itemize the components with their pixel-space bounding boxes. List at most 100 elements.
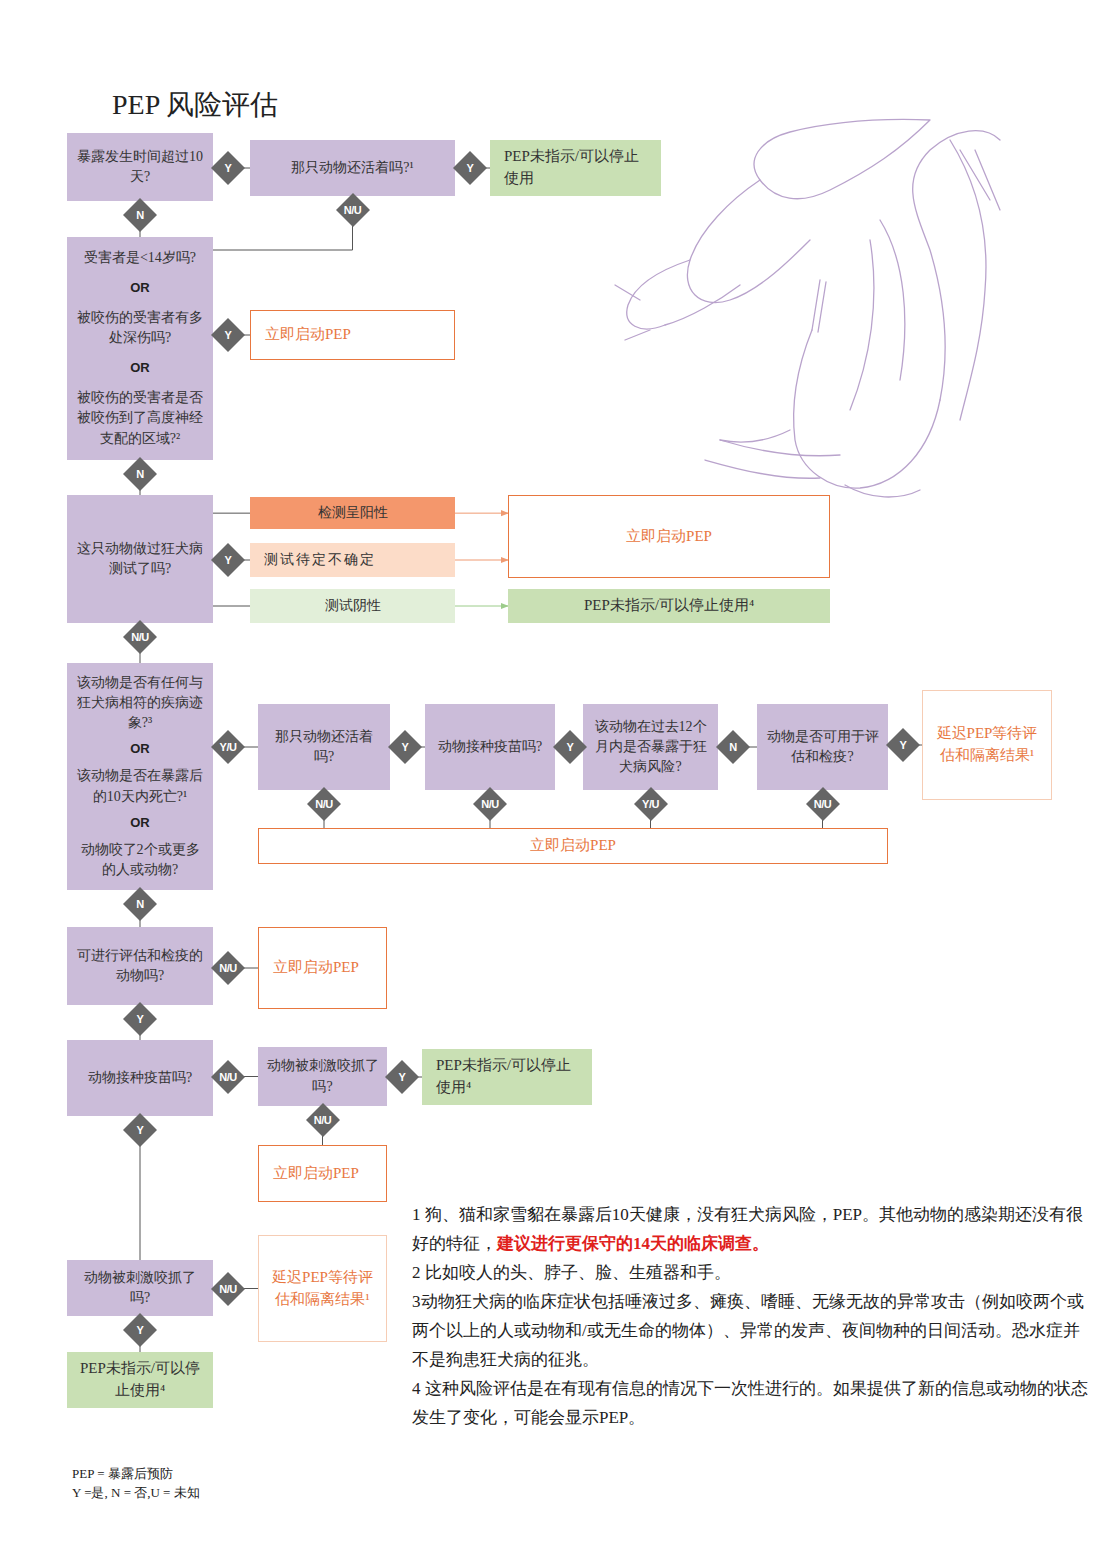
edge-badge: N/U — [306, 1103, 340, 1137]
node-text: 可进行评估和检疫的动物吗? — [75, 946, 205, 987]
sketch-stroke — [850, 220, 905, 410]
edge-label: Y — [553, 730, 587, 764]
node-text: 动物被刺激咬抓了吗? — [75, 1268, 205, 1309]
edge-badge: Y — [553, 730, 587, 764]
edge-label: N — [123, 457, 157, 491]
edge-badge: N/U — [123, 620, 157, 654]
node-text: 立即启动PEP — [273, 957, 359, 979]
edge-label: N/U — [211, 951, 245, 985]
title: PEP 风险评估 — [112, 86, 278, 124]
node-text: 这只动物做过狂犬病测试了吗? — [75, 539, 205, 580]
or-label: OR — [130, 814, 150, 833]
edge-label: Y/U — [211, 730, 245, 764]
edge-badge: N — [716, 730, 750, 764]
sketch-stroke — [705, 440, 840, 478]
decision-box: 动物被刺激咬抓了吗? — [258, 1047, 387, 1106]
hand-syringe-sketch — [615, 120, 1000, 497]
edge-badge: N/U — [211, 1272, 245, 1306]
edge-badge: Y — [385, 1060, 419, 1094]
node-text: 检测呈阳性 — [318, 503, 388, 523]
edge-label: Y/U — [634, 787, 668, 821]
node-text: PEP未指示/可以停止使用⁴ — [584, 595, 754, 617]
footnote-text: 2 比如咬人的头、脖子、脸、生殖器和手。 — [412, 1263, 731, 1282]
edge-badge: N/U — [806, 787, 840, 821]
connector — [213, 196, 353, 250]
decision-box: 动物接种疫苗吗? — [67, 1040, 213, 1116]
test-result-box: 检测呈阳性 — [250, 497, 455, 529]
result-box: PEP未指示/可以停止使用 — [490, 140, 661, 196]
node-text: 动物接种疫苗吗? — [88, 1068, 192, 1088]
footnote: 1 狗、猫和家雪貂在暴露后10天健康，没有狂犬病风险，PEP。其他动物的感染期还… — [412, 1200, 1094, 1258]
abbreviation-note: PEP = 暴露后预防 — [72, 1466, 173, 1482]
decision-box: 受害者是<14岁吗?OR被咬伤的受害者有多处深伤吗?OR被咬伤的受害者是否被咬伤… — [67, 237, 213, 460]
pending-box: 延迟PEP等待评估和隔离结果¹ — [258, 1235, 387, 1342]
node-text: PEP未指示/可以停止使用⁴ — [436, 1055, 584, 1099]
action-box: 立即启动PEP — [258, 1145, 387, 1202]
edge-badge: Y/U — [211, 730, 245, 764]
node-text: 动物咬了2个或更多的人或动物? — [75, 840, 205, 881]
action-box: 立即启动PEP — [258, 927, 387, 1009]
edge-badge: N/U — [473, 787, 507, 821]
decision-box: 动物被刺激咬抓了吗? — [67, 1260, 213, 1316]
sketch-stroke — [913, 131, 1000, 400]
node-text: 被咬伤的受害者是否被咬伤到了高度神经支配的区域?² — [75, 388, 205, 449]
edge-label: N — [123, 198, 157, 232]
decision-box: 那只动物还活着吗?¹ — [250, 140, 455, 196]
edge-label: N/U — [806, 787, 840, 821]
edge-label: Y — [123, 1313, 157, 1347]
abbreviation-note: Y =是, N = 否,U = 未知 — [72, 1485, 200, 1501]
node-text: PEP未指示/可以停止使用⁴ — [75, 1358, 205, 1402]
or-label: OR — [130, 740, 150, 759]
sketch-stroke — [720, 430, 920, 497]
decision-box: 该动物是否有任何与狂犬病相符的疾病迹象?³OR该动物是否在暴露后的10天内死亡?… — [67, 663, 213, 890]
edge-badge: N/U — [211, 951, 245, 985]
edge-badge: N — [123, 887, 157, 921]
footnote-text: 4 这种风险评估是在有现有信息的情况下一次性进行的。如果提供了新的信息或动物的状… — [412, 1379, 1088, 1427]
action-box: 立即启动PEP — [258, 828, 888, 864]
syringe-needle — [812, 280, 826, 332]
footnote: 3动物狂犬病的临床症状包括唾液过多、瘫痪、嗜睡、无缘无故的异常攻击（例如咬两个或… — [412, 1287, 1094, 1374]
edge-label: Y — [385, 1060, 419, 1094]
node-text: 那只动物还活着吗?¹ — [291, 158, 413, 178]
edge-badge: Y — [123, 1113, 157, 1147]
connector — [213, 606, 250, 607]
node-text: 立即启动PEP — [273, 1163, 359, 1185]
result-box: PEP未指示/可以停止使用⁴ — [508, 589, 830, 623]
sketch-stroke — [754, 120, 930, 199]
node-text: 测试待定不确定 — [264, 550, 376, 570]
edge-badge: Y — [886, 728, 920, 762]
edge-badge: N — [123, 198, 157, 232]
edge-label: N — [123, 887, 157, 921]
edge-label: Y — [211, 318, 245, 352]
edge-label: N/U — [211, 1060, 245, 1094]
edge-label: Y — [388, 730, 422, 764]
node-text: 立即启动PEP — [265, 324, 351, 346]
node-text: 延迟PEP等待评估和隔离结果¹ — [267, 1267, 378, 1311]
node-text: 延迟PEP等待评估和隔离结果¹ — [931, 723, 1043, 767]
sketch-stroke — [687, 180, 810, 303]
connector — [455, 513, 508, 514]
footnotes: 1 狗、猫和家雪貂在暴露后10天健康，没有狂犬病风险，PEP。其他动物的感染期还… — [412, 1200, 1094, 1432]
decision-box: 这只动物做过狂犬病测试了吗? — [67, 495, 213, 623]
edge-badge: Y — [211, 543, 245, 577]
sketch-stroke — [950, 140, 986, 420]
connector — [455, 560, 508, 561]
edge-badge: Y — [211, 151, 245, 185]
edge-label: N/U — [473, 787, 507, 821]
node-text: 该动物是否有任何与狂犬病相符的疾病迹象?³ — [75, 673, 205, 734]
edge-label: Y — [211, 151, 245, 185]
decision-box: 该动物在过去12个月内是否暴露于狂犬病风险? — [583, 704, 718, 790]
node-text: PEP未指示/可以停止使用 — [504, 146, 653, 190]
edge-label: N — [716, 730, 750, 764]
action-box: 立即启动PEP — [250, 310, 455, 360]
node-text: 动物被刺激咬抓了吗? — [266, 1056, 379, 1097]
node-text: 测试阴性 — [325, 596, 381, 616]
edge-badge: N/U — [211, 1060, 245, 1094]
node-text: 立即启动PEP — [626, 526, 712, 548]
footnote: 2 比如咬人的头、脖子、脸、生殖器和手。 — [412, 1258, 1094, 1287]
edge-badge: Y — [123, 1313, 157, 1347]
node-text: 受害者是<14岁吗? — [84, 248, 196, 268]
node-text: 动物是否可用于评估和检疫? — [765, 727, 880, 768]
edge-badge: Y — [453, 151, 487, 185]
